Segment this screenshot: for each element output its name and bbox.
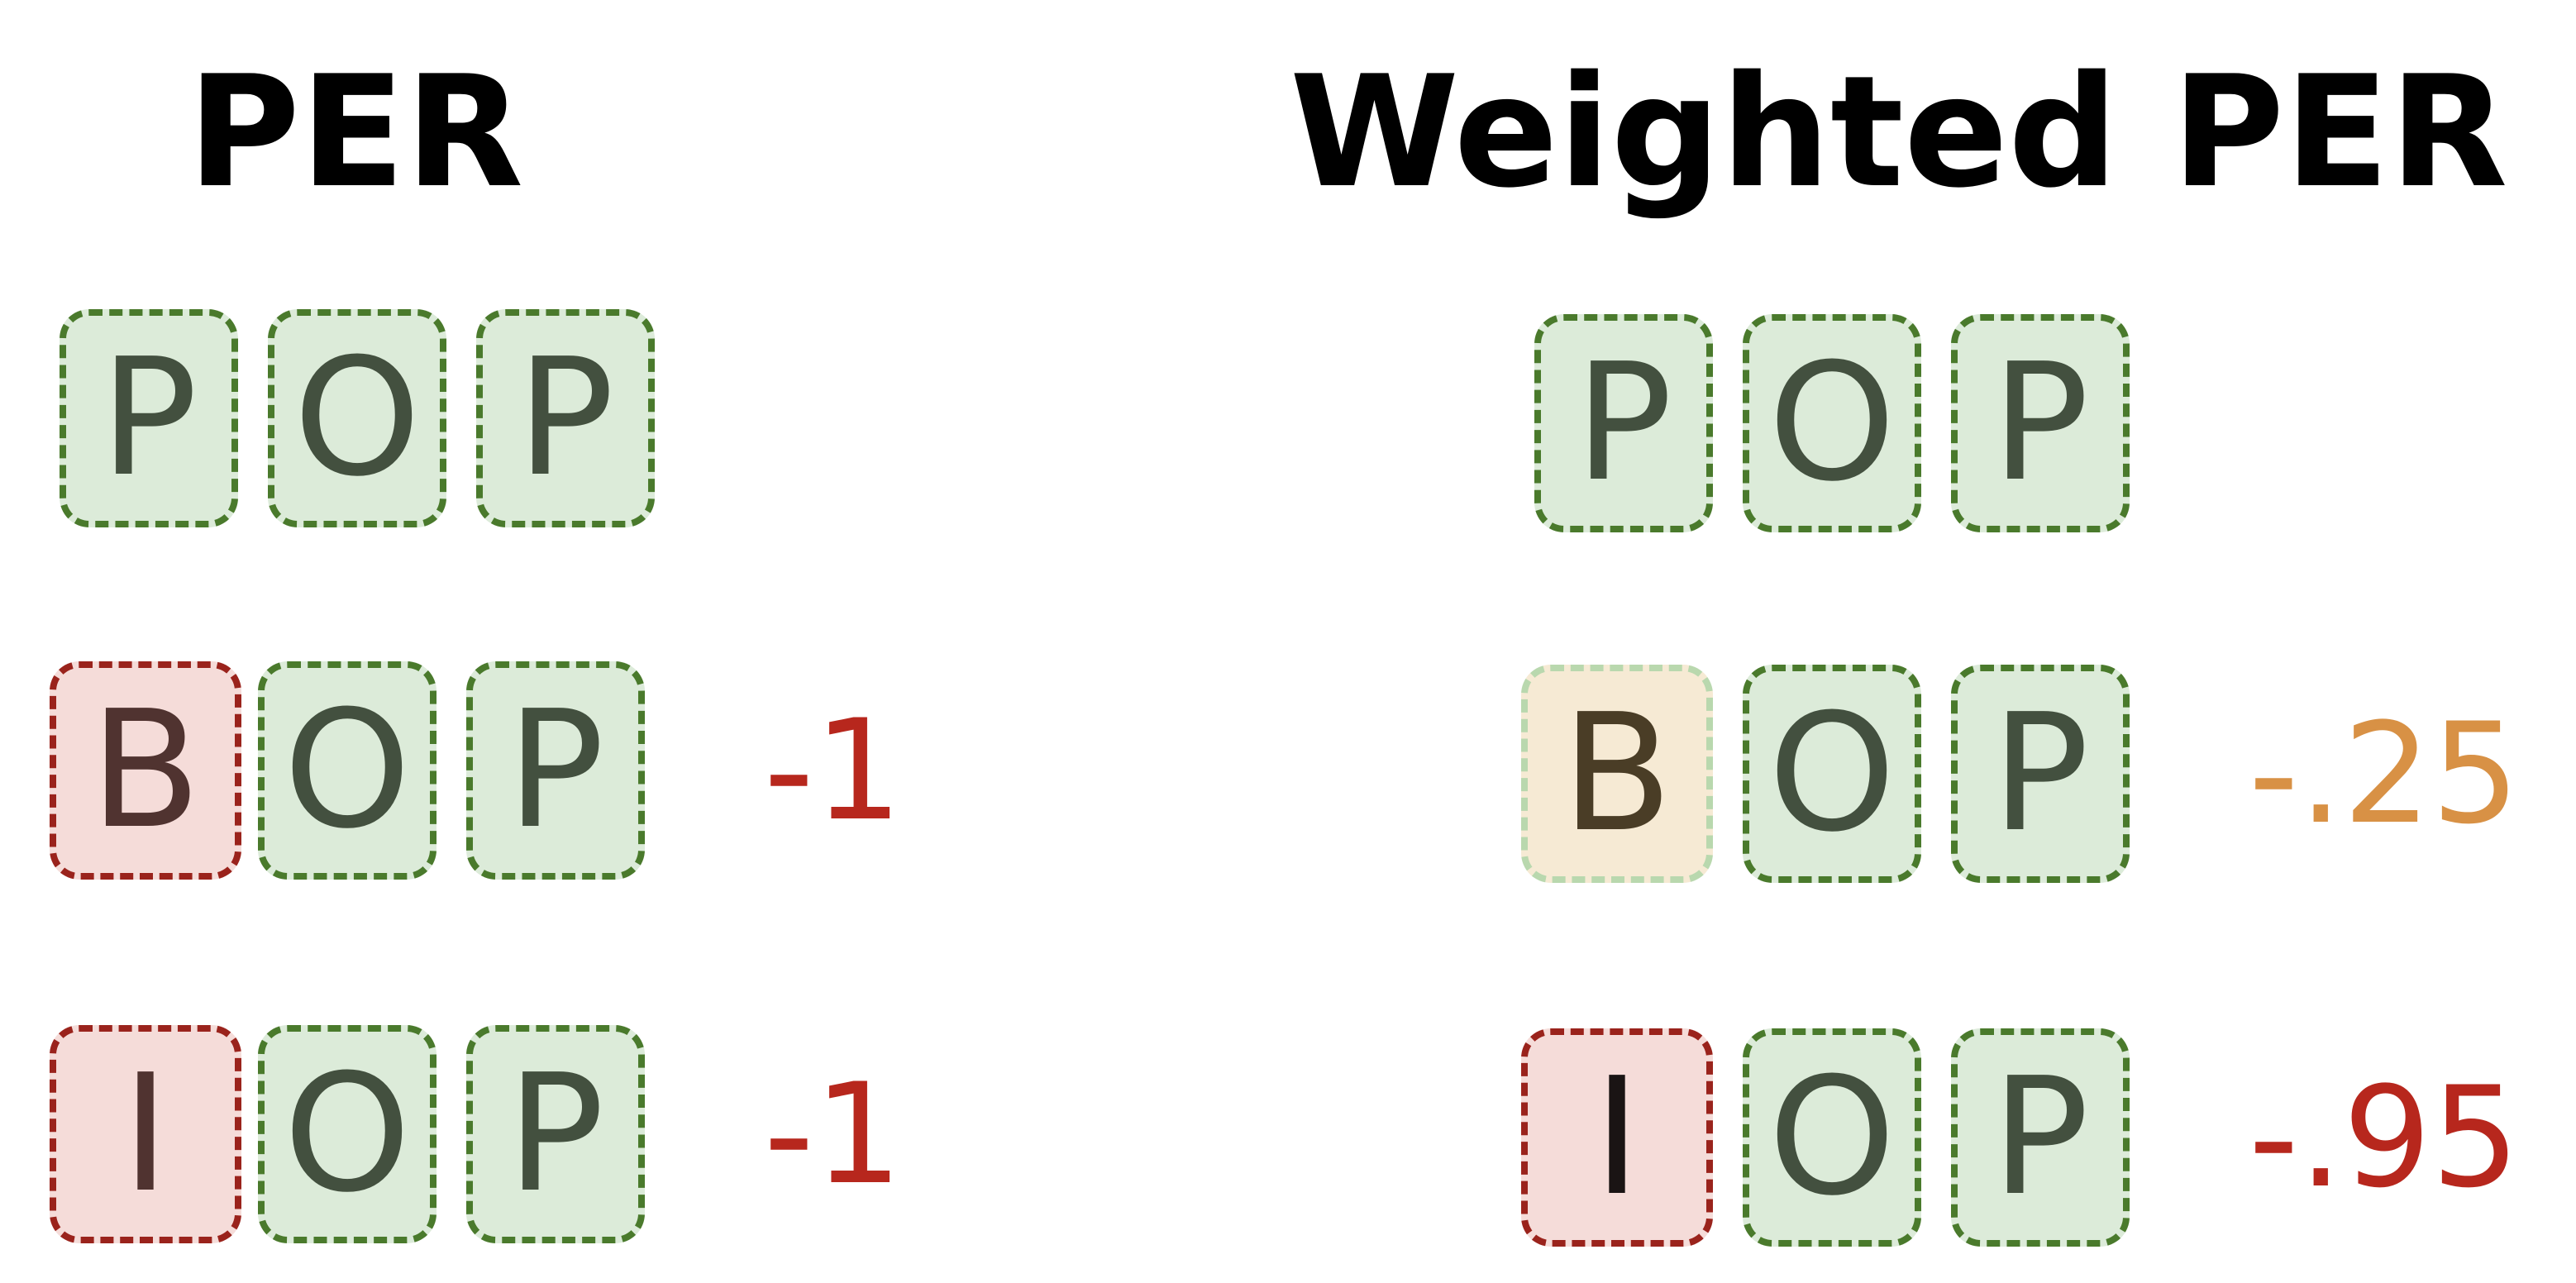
letter-tile: O [268, 309, 446, 527]
letter-tile: P [60, 309, 238, 527]
weighted-score-b: -.25 [2249, 693, 2520, 855]
letter-tile: O [258, 661, 436, 880]
letter-tile: P [1534, 314, 1713, 532]
letter-tile-error: B [50, 661, 241, 880]
letter-tile: O [1743, 665, 1921, 883]
letter-tile: O [1743, 314, 1921, 532]
weighted-row-reference: P O P [1534, 314, 2146, 532]
per-score-b: -1 [764, 689, 903, 851]
letter-tile: P [466, 661, 645, 880]
weighted-row-substitution-b: B O P -.25 [1521, 665, 2555, 883]
letter-tile-partial: B [1521, 665, 1713, 883]
per-row-substitution-b: B O P -1 [50, 661, 959, 880]
weighted-score-i: -.95 [2249, 1056, 2520, 1219]
letter-tile: P [476, 309, 655, 527]
per-title: PER [187, 42, 524, 222]
weighted-per-title: Weighted PER [1290, 42, 2508, 222]
per-score-i: -1 [764, 1053, 903, 1215]
letter-tile: P [1951, 1028, 2130, 1247]
letter-tile-error: I [1521, 1028, 1713, 1247]
letter-tile-error: I [50, 1025, 241, 1243]
letter-tile: O [258, 1025, 436, 1243]
per-row-reference: P O P [60, 309, 671, 527]
letter-tile: P [1951, 314, 2130, 532]
letter-tile: P [1951, 665, 2130, 883]
per-row-substitution-i: I O P -1 [50, 1025, 959, 1243]
letter-tile: O [1743, 1028, 1921, 1247]
letter-tile: P [466, 1025, 645, 1243]
weighted-row-substitution-i: I O P -.95 [1521, 1028, 2555, 1247]
